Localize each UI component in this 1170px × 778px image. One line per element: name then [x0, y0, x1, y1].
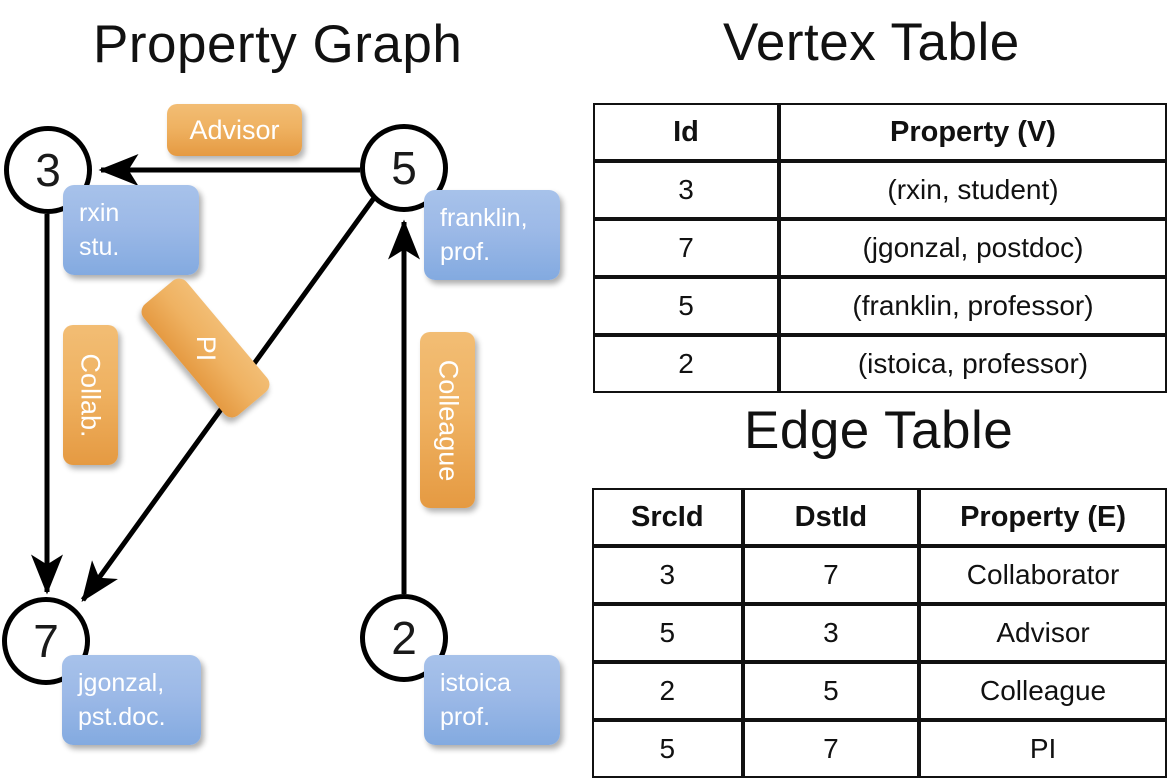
table-row[interactable]: 7 (jgonzal, postdoc): [593, 219, 1167, 277]
edge-label-advisor: Advisor: [167, 104, 302, 156]
edge-cell-srcid: 3: [592, 546, 743, 604]
graph-node-2[interactable]: 2: [360, 594, 448, 682]
node-property-role-3: stu.: [79, 232, 120, 261]
node-property-role-2: prof.: [440, 702, 491, 731]
vertex-cell-property: (franklin, professor): [778, 277, 1167, 335]
node-property-name-7: jgonzal,: [78, 669, 165, 697]
table-row[interactable]: 3 7 Collaborator: [592, 546, 1167, 604]
vertex-table-header-id: Id: [593, 103, 779, 161]
node-property-name-2: istoica: [440, 669, 511, 697]
section-title-vertex-table: Vertex Table: [723, 13, 1020, 72]
edge-table-header-dstid: DstId: [742, 488, 920, 546]
table-row[interactable]: 2 5 Colleague: [592, 662, 1167, 720]
edge-cell-property: PI: [919, 720, 1167, 778]
vertex-cell-property: (rxin, student): [778, 161, 1167, 219]
edge-table: SrcId DstId Property (E) 3 7 Collaborato…: [592, 488, 1167, 778]
edge-label-advisor-text: Advisor: [189, 114, 280, 145]
table-row[interactable]: 5 7 PI: [592, 720, 1167, 778]
vertex-table-header-row: Id Property (V): [593, 103, 1167, 161]
node-property-box-2: istoica prof.: [424, 655, 560, 745]
node-property-role-5: prof.: [440, 237, 491, 266]
table-row[interactable]: 5 3 Advisor: [592, 604, 1167, 662]
section-title-edge-table: Edge Table: [744, 401, 1014, 460]
edge-table-header-property: Property (E): [919, 488, 1167, 546]
edge-table-header-row: SrcId DstId Property (E): [592, 488, 1167, 546]
property-graph-diagram: 3 5 7 2 rxin stu. franklin, prof. jgonza…: [0, 0, 585, 760]
node-property-box-3: rxin stu.: [63, 185, 199, 275]
edge-label-collab: Collab.: [63, 325, 118, 465]
edge-label-pi-text: PI: [190, 335, 221, 361]
edge-cell-dstid: 7: [742, 720, 920, 778]
table-row[interactable]: 2 (istoica, professor): [593, 335, 1167, 393]
table-row[interactable]: 3 (rxin, student): [593, 161, 1167, 219]
edge-cell-property: Colleague: [919, 662, 1167, 720]
vertex-cell-id: 2: [593, 335, 779, 393]
edge-cell-dstid: 5: [742, 662, 920, 720]
node-property-role-7: pst.doc.: [78, 702, 166, 731]
node-property-name-3: rxin: [79, 199, 120, 227]
page-title-property-graph: Property Graph: [93, 15, 463, 74]
edge-cell-property: Collaborator: [919, 546, 1167, 604]
edge-label-collab-text: Collab.: [76, 352, 107, 438]
vertex-cell-property: (istoica, professor): [778, 335, 1167, 393]
edge-label-colleague: Colleague: [420, 332, 475, 508]
vertex-cell-id: 5: [593, 277, 779, 335]
node-property-box-7: jgonzal, pst.doc.: [62, 655, 201, 745]
vertex-cell-property: (jgonzal, postdoc): [778, 219, 1167, 277]
edge-label-colleague-text: Colleague: [433, 359, 463, 481]
edge-cell-property: Advisor: [919, 604, 1167, 662]
vertex-cell-id: 7: [593, 219, 779, 277]
vertex-table: Id Property (V) 3 (rxin, student) 7 (jgo…: [593, 103, 1167, 393]
edge-table-header-srcid: SrcId: [592, 488, 743, 546]
graph-node-5[interactable]: 5: [360, 124, 448, 212]
edge-cell-srcid: 2: [592, 662, 743, 720]
table-row[interactable]: 5 (franklin, professor): [593, 277, 1167, 335]
node-property-name-5: franklin,: [440, 204, 528, 232]
edge-cell-srcid: 5: [592, 720, 743, 778]
vertex-table-header-property: Property (V): [778, 103, 1167, 161]
edge-cell-srcid: 5: [592, 604, 743, 662]
vertex-cell-id: 3: [593, 161, 779, 219]
node-property-box-5: franklin, prof.: [424, 190, 560, 280]
edge-cell-dstid: 3: [742, 604, 920, 662]
edge-cell-dstid: 7: [742, 546, 920, 604]
